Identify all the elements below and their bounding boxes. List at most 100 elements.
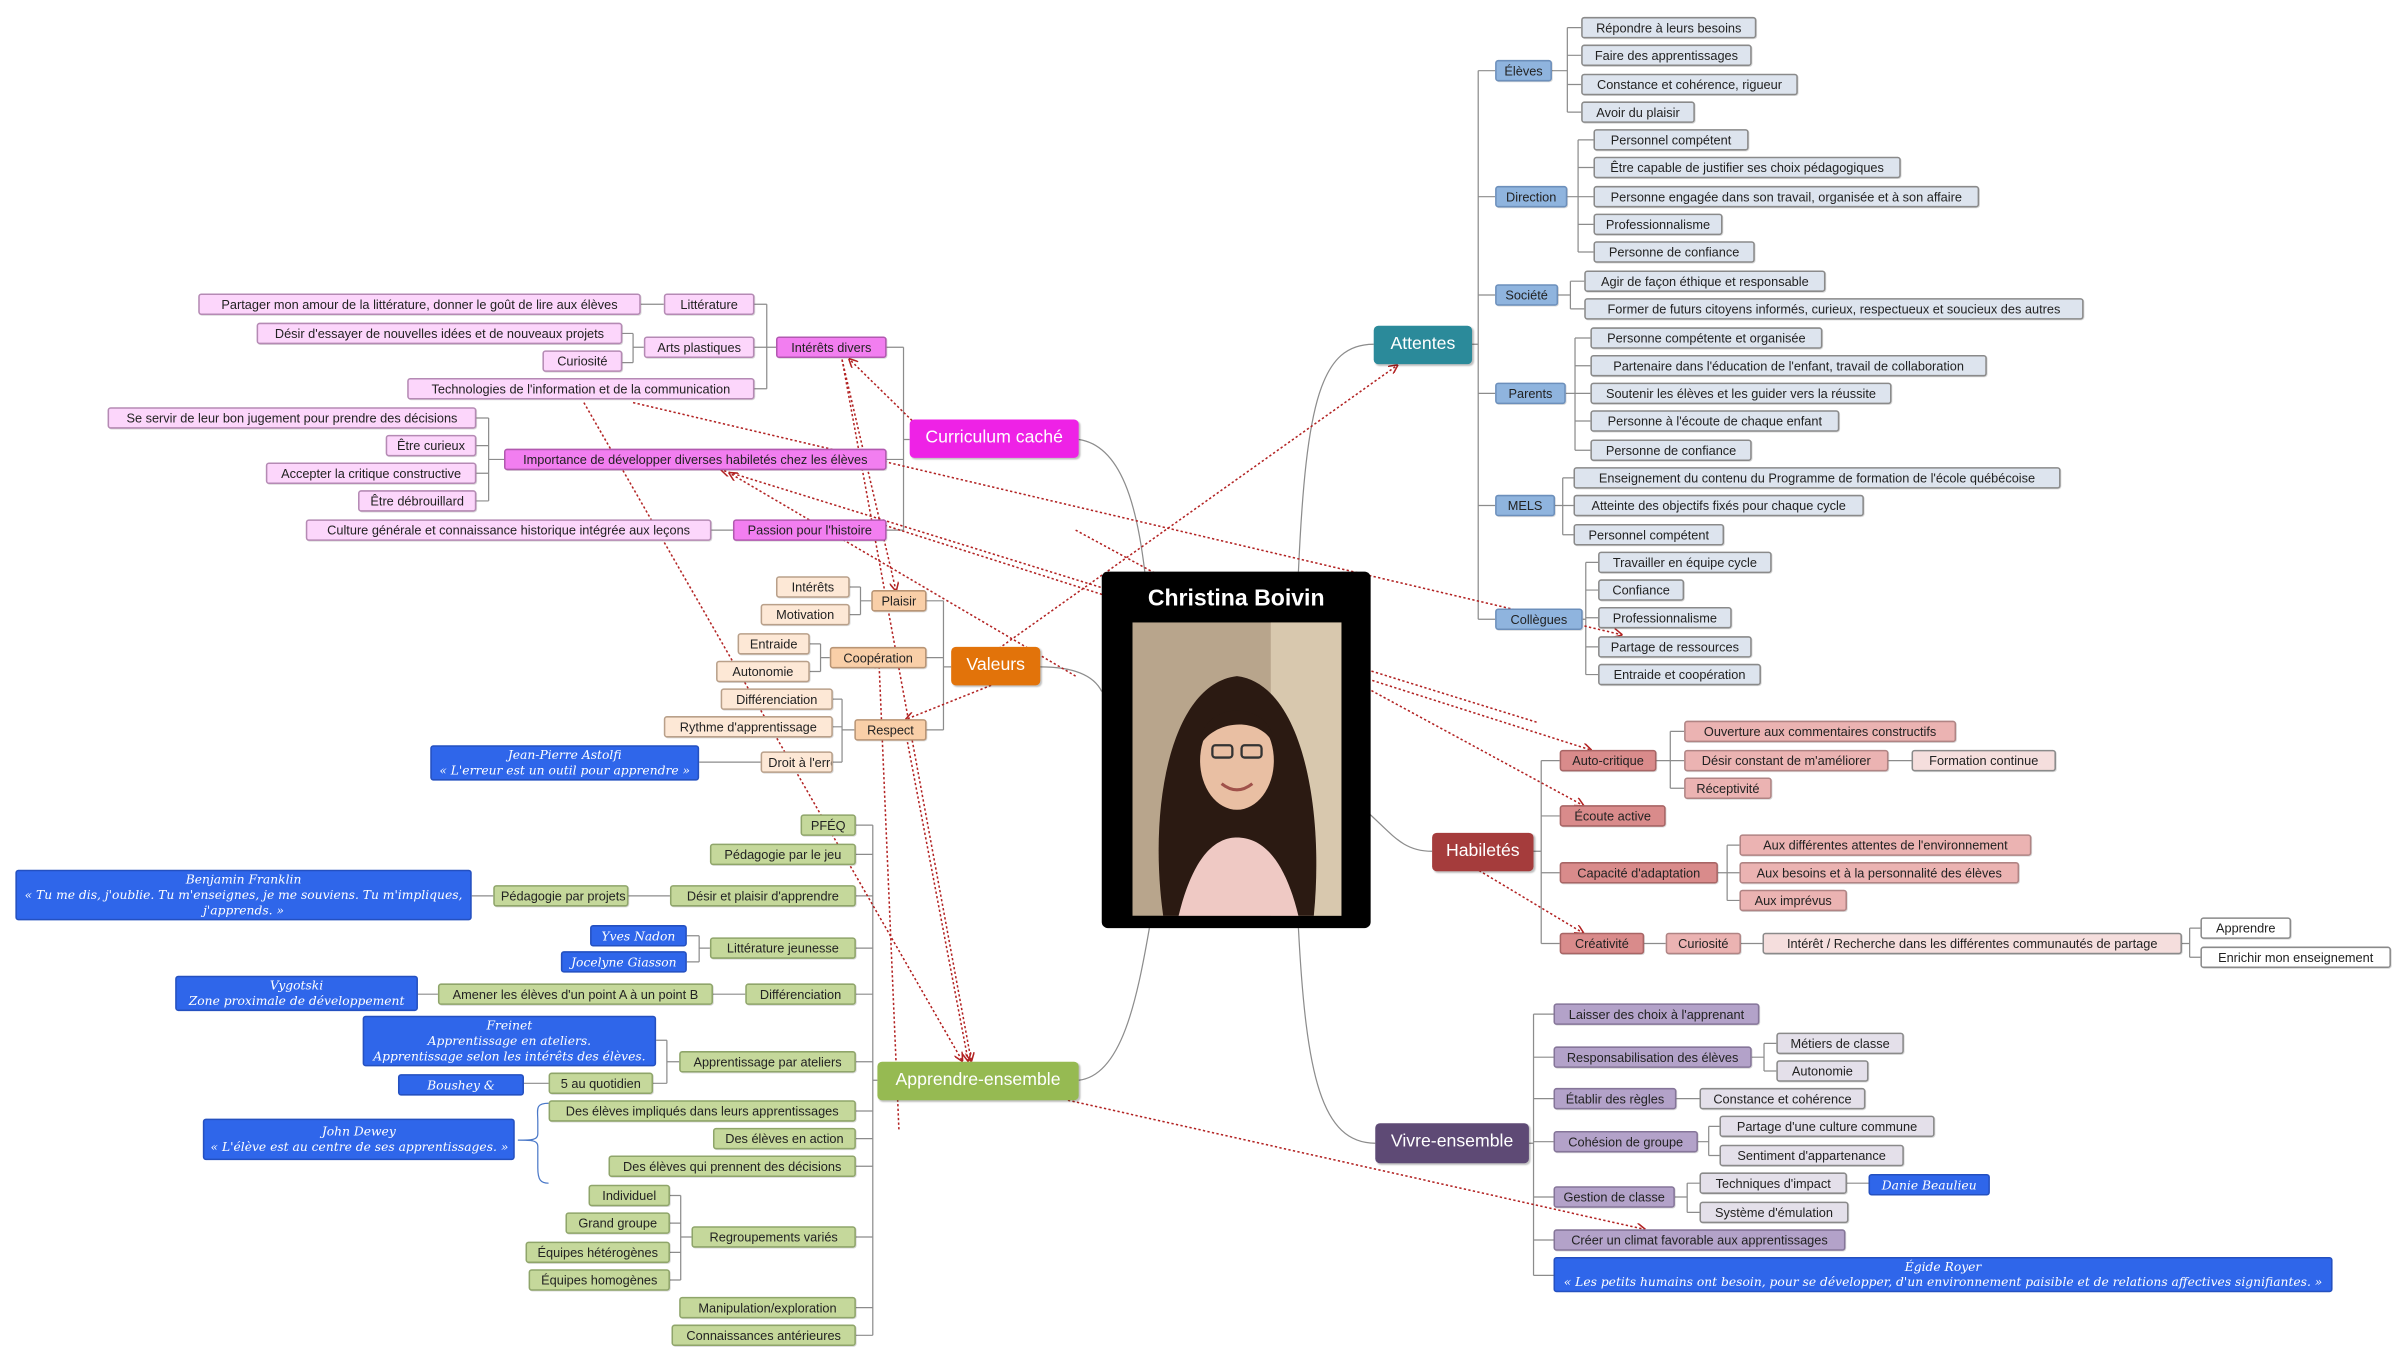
node-cooperation[interactable]: Coopération — [829, 646, 927, 669]
branch-vivre-ensemble[interactable]: Vivre-ensemble — [1375, 1123, 1529, 1164]
quote-note[interactable]: John Dewey « L'élève est au centre de se… — [202, 1118, 515, 1161]
list-item[interactable]: Partenaire dans l'éducation de l'enfant,… — [1590, 354, 1987, 377]
node-capacite-adaptation[interactable]: Capacité d'adaptation — [1559, 862, 1718, 884]
node-plaisir[interactable]: Plaisir — [871, 590, 927, 612]
quote-note[interactable]: Benjamin Franklin « Tu me dis, j'oublie.… — [15, 869, 472, 921]
list-item[interactable]: Aux besoins et à la personnalité des élè… — [1739, 862, 2020, 884]
list-item[interactable]: Des élèves qui prennent des décisions — [608, 1155, 856, 1178]
list-item[interactable]: Pédagogie par le jeu — [709, 843, 856, 866]
node-collegues[interactable]: Collègues — [1495, 608, 1583, 631]
list-item[interactable]: Culture générale et connaissance histori… — [305, 519, 712, 541]
list-item[interactable]: Partage d'une culture commune — [1719, 1115, 1935, 1138]
list-item[interactable]: Ouverture aux commentaires constructifs — [1684, 720, 1957, 743]
node-differenciation[interactable]: Différenciation — [745, 983, 856, 1005]
list-item[interactable]: Curiosité — [542, 350, 623, 372]
list-item[interactable]: Se servir de leur bon jugement pour pren… — [107, 407, 477, 429]
list-item[interactable]: Équipes homogènes — [528, 1269, 670, 1291]
list-item[interactable]: Sentiment d'appartenance — [1719, 1144, 1904, 1167]
node-curiosite[interactable]: Curiosité — [1665, 932, 1741, 955]
list-item[interactable]: Agir de façon éthique et responsable — [1584, 270, 1826, 292]
list-item[interactable]: Partager mon amour de la littérature, do… — [198, 293, 641, 316]
list-item[interactable]: Avoir du plaisir — [1581, 101, 1695, 123]
list-item[interactable]: Grand groupe — [565, 1212, 670, 1234]
list-item[interactable]: Apprendre — [2200, 917, 2292, 939]
list-item[interactable]: Être débrouillard — [358, 490, 477, 512]
list-item[interactable]: Personne de confiance — [1593, 241, 1755, 263]
node-respect[interactable]: Respect — [854, 719, 927, 741]
quote-note[interactable]: Jean-Pierre Astolfi « L'erreur est un ou… — [430, 745, 700, 781]
list-item[interactable]: Enrichir mon enseignement — [2200, 946, 2391, 969]
node-gestion-classe[interactable]: Gestion de classe — [1553, 1186, 1675, 1208]
list-item[interactable]: Autonomie — [716, 660, 810, 683]
list-item[interactable]: Atteinte des objectifs fixés pour chaque… — [1573, 494, 1864, 517]
list-item[interactable]: Professionnalisme — [1598, 606, 1732, 629]
node-creativite[interactable]: Créativité — [1559, 932, 1645, 955]
list-item[interactable]: Formation continue — [1911, 749, 2056, 772]
branch-valeurs[interactable]: Valeurs — [951, 646, 1041, 686]
list-item[interactable]: Manipulation/exploration — [679, 1296, 856, 1319]
list-item[interactable]: Être capable de justifier ses choix péda… — [1593, 156, 1901, 179]
branch-attentes[interactable]: Attentes — [1373, 325, 1473, 365]
list-item[interactable]: Des élèves impliqués dans leurs apprenti… — [548, 1100, 856, 1122]
node-interets-divers[interactable]: Intérêts divers — [775, 336, 887, 359]
list-item[interactable]: Confiance — [1598, 579, 1685, 601]
node-apprentissage-ateliers[interactable]: Apprentissage par ateliers — [679, 1051, 856, 1073]
node-arts-plastiques[interactable]: Arts plastiques — [643, 336, 755, 359]
list-item[interactable]: Métiers de classe — [1776, 1032, 1904, 1055]
list-item[interactable]: Entraide et coopération — [1598, 663, 1761, 686]
list-item[interactable]: Faire des apprentissages — [1581, 44, 1752, 67]
node-parents[interactable]: Parents — [1495, 382, 1566, 405]
node-societe[interactable]: Société — [1495, 284, 1559, 306]
list-item[interactable]: Droit à l'erreur — [760, 751, 833, 773]
list-item[interactable]: Amener les élèves d'un point A à un poin… — [437, 983, 713, 1005]
quote-note[interactable]: Freinet Apprentissage en ateliers. Appre… — [362, 1015, 657, 1067]
list-item[interactable]: Personnel compétent — [1573, 523, 1725, 546]
node-regroupements[interactable]: Regroupements variés — [691, 1226, 856, 1248]
node-mels[interactable]: MELS — [1495, 494, 1556, 517]
list-item[interactable]: Entraide — [737, 633, 810, 655]
list-item[interactable]: Constance et cohérence — [1699, 1087, 1866, 1110]
list-item[interactable]: Autonomie — [1776, 1060, 1869, 1082]
list-item[interactable]: Personnel compétent — [1593, 129, 1749, 151]
list-item[interactable]: Personne engagée dans son travail, organ… — [1593, 185, 1980, 208]
node-passion-histoire[interactable]: Passion pour l'histoire — [732, 519, 887, 541]
list-item[interactable]: Technologies de l'information et de la c… — [407, 378, 755, 400]
node-desir-plaisir[interactable]: Désir et plaisir d'apprendre — [669, 885, 856, 907]
quote-note[interactable]: Vygotski Zone proximale de développement — [175, 975, 418, 1012]
list-item[interactable]: Former de futurs citoyens informés, curi… — [1584, 298, 2084, 320]
node-cohesion[interactable]: Cohésion de groupe — [1553, 1130, 1698, 1153]
author-note[interactable]: Danie Beaulieu — [1868, 1173, 1990, 1196]
list-item[interactable]: Enseignement du contenu du Programme de … — [1573, 467, 2061, 489]
node-ecoute-active[interactable]: Écoute active — [1559, 805, 1666, 827]
node-etablir-regles[interactable]: Établir des règles — [1553, 1087, 1677, 1110]
quote-note[interactable]: Égide Royer « Les petits humains ont bes… — [1553, 1256, 2333, 1293]
list-item[interactable]: Désir constant de m'améliorer — [1684, 749, 1889, 772]
node-importance[interactable]: Importance de développer diverses habile… — [504, 448, 887, 471]
list-item[interactable]: Professionnalisme — [1593, 213, 1723, 236]
node-direction[interactable]: Direction — [1495, 185, 1568, 208]
author-note[interactable]: Yves Nadon — [590, 925, 687, 947]
list-item[interactable]: Soutenir les élèves et les guider vers l… — [1590, 382, 1892, 405]
list-item[interactable]: Techniques d'impact — [1699, 1172, 1847, 1194]
list-item[interactable]: Partage de ressources — [1598, 636, 1752, 658]
list-item[interactable]: Travailler en équipe cycle — [1598, 551, 1772, 574]
list-item[interactable]: Être curieux — [385, 434, 477, 457]
list-item[interactable]: Laisser des choix à l'apprenant — [1553, 1003, 1760, 1025]
branch-apprendre-ensemble[interactable]: Apprendre-ensemble — [877, 1061, 1079, 1101]
list-item[interactable]: Intérêt / Recherche dans les différentes… — [1762, 932, 2182, 955]
list-item[interactable]: Pédagogie par projets — [493, 885, 629, 907]
central-topic[interactable]: Christina Boivin — [1101, 571, 1371, 929]
list-item[interactable]: Constance et cohérence, rigueur — [1581, 73, 1798, 96]
node-litterature-jeunesse[interactable]: Littérature jeunesse — [709, 937, 856, 959]
list-item[interactable]: Personne à l'écoute de chaque enfant — [1590, 410, 1840, 432]
list-item[interactable]: PFÉQ — [800, 814, 856, 836]
list-item[interactable]: Aux différentes attentes de l'environnem… — [1739, 834, 2032, 856]
list-item[interactable]: Créer un climat favorable aux apprentiss… — [1553, 1229, 1846, 1251]
node-auto-critique[interactable]: Auto-critique — [1559, 749, 1657, 772]
list-item[interactable]: Équipes hétérogènes — [525, 1241, 670, 1264]
list-item[interactable]: Différenciation — [720, 688, 833, 710]
list-item[interactable]: Connaissances antérieures — [671, 1324, 856, 1347]
list-item[interactable]: Des élèves en action — [712, 1127, 856, 1150]
list-item[interactable]: Aux imprévus — [1739, 889, 1847, 912]
list-item[interactable]: Intérêts — [775, 576, 850, 598]
